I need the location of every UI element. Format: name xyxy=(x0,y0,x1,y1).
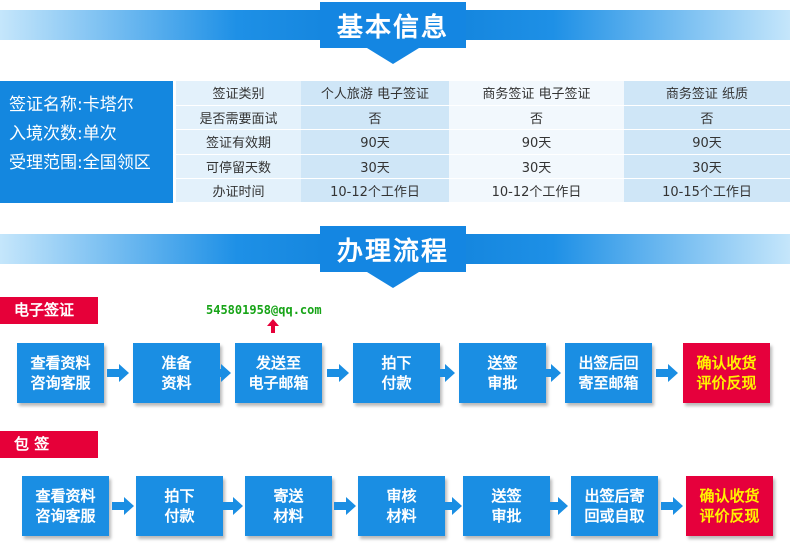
table-cell: 30天 xyxy=(449,154,624,180)
table-row: 签证类别 个人旅游 电子签证 商务签证 电子签证 商务签证 纸质 xyxy=(176,81,790,106)
arrow-right-icon xyxy=(539,364,561,382)
step-line: 确认收货 xyxy=(696,354,757,372)
flow1-step-pay: 拍下 付款 xyxy=(353,343,440,403)
step-line: 寄至邮箱 xyxy=(578,374,639,392)
entry-count: 入境次数:单次 xyxy=(9,124,117,144)
step-line: 咨询客服 xyxy=(30,374,91,392)
flow1-step-consult: 查看资料 咨询客服 xyxy=(17,343,104,403)
step-line: 评价反现 xyxy=(696,374,757,392)
table-cell: 10-15个工作日 xyxy=(624,178,790,204)
arrow-right-icon xyxy=(112,497,134,515)
visa-name: 签证名称:卡塔尔 xyxy=(9,95,134,115)
table-cell: 10-12个工作日 xyxy=(301,178,449,204)
step-line: 拍下 xyxy=(381,354,412,372)
step-line: 咨询客服 xyxy=(35,507,96,525)
flow-tag-package: 包 签 xyxy=(0,431,98,458)
visa-info-table: 签证类别 个人旅游 电子签证 商务签证 电子签证 商务签证 纸质 是否需要面试 … xyxy=(176,81,790,204)
step-line: 查看资料 xyxy=(30,354,91,372)
step-line: 审批 xyxy=(491,507,522,525)
step-line: 送签 xyxy=(487,354,518,372)
step-line: 材料 xyxy=(386,507,417,525)
table-cell: 商务签证 电子签证 xyxy=(449,81,624,106)
table-cell: 办证时间 xyxy=(176,178,301,204)
flow1-step-confirm: 确认收货 评价反现 xyxy=(683,343,770,403)
step-line: 出签后寄 xyxy=(584,487,645,505)
step-line: 发送至 xyxy=(255,354,301,372)
step-line: 材料 xyxy=(273,507,304,525)
step-line: 查看资料 xyxy=(35,487,96,505)
table-cell: 30天 xyxy=(301,154,449,180)
flow2-step-submit: 送签 审批 xyxy=(463,476,550,536)
section-title: 办理流程 xyxy=(336,237,449,267)
arrow-right-icon xyxy=(656,364,678,382)
table-cell: 90天 xyxy=(449,129,624,155)
table-cell: 个人旅游 电子签证 xyxy=(301,81,449,106)
banner-tab xyxy=(320,2,466,64)
table-cell: 可停留天数 xyxy=(176,154,301,180)
table-cell: 否 xyxy=(624,105,790,131)
step-line: 送签 xyxy=(491,487,522,505)
flow2-step-mail-docs: 寄送 材料 xyxy=(245,476,332,536)
step-line: 付款 xyxy=(164,507,195,525)
section-banner-basic-info: 基本信息 xyxy=(0,0,790,64)
contact-email: 545801958@qq.com xyxy=(206,303,322,317)
table-cell: 否 xyxy=(301,105,449,131)
table-cell: 90天 xyxy=(301,129,449,155)
flow-tag-evisa: 电子签证 xyxy=(0,297,98,324)
banner-tab xyxy=(320,226,466,288)
table-cell: 30天 xyxy=(624,154,790,180)
flow1-step-return: 出签后回 寄至邮箱 xyxy=(565,343,652,403)
step-line: 回或自取 xyxy=(584,507,645,525)
table-cell: 否 xyxy=(449,105,624,131)
table-row: 办证时间 10-12个工作日 10-12个工作日 10-15个工作日 xyxy=(176,178,790,204)
arrow-right-icon xyxy=(334,497,356,515)
step-line: 资料 xyxy=(161,374,192,392)
flow1-step-send-email: 发送至 电子邮箱 xyxy=(235,343,322,403)
table-cell: 是否需要面试 xyxy=(176,105,301,131)
acceptance-scope: 受理范围:全国领区 xyxy=(9,153,151,173)
step-line: 出签后回 xyxy=(578,354,639,372)
visa-summary-panel: 签证名称:卡塔尔 入境次数:单次 受理范围:全国领区 xyxy=(0,81,173,203)
arrow-right-icon xyxy=(546,497,568,515)
arrow-right-icon xyxy=(327,364,349,382)
step-line: 评价反现 xyxy=(699,507,760,525)
flow1-step-submit: 送签 审批 xyxy=(459,343,546,403)
step-line: 准备 xyxy=(161,354,192,372)
section-title: 基本信息 xyxy=(336,13,449,43)
arrow-right-icon xyxy=(209,364,231,382)
arrow-right-icon xyxy=(661,497,683,515)
table-row: 可停留天数 30天 30天 30天 xyxy=(176,154,790,180)
flow2-step-pay: 拍下 付款 xyxy=(136,476,223,536)
arrow-right-icon xyxy=(221,497,243,515)
arrow-right-icon xyxy=(433,364,455,382)
step-line: 审批 xyxy=(487,374,518,392)
flow2-step-consult: 查看资料 咨询客服 xyxy=(22,476,109,536)
table-row: 签证有效期 90天 90天 90天 xyxy=(176,129,790,155)
flow2-step-review: 审核 材料 xyxy=(358,476,445,536)
table-cell: 商务签证 纸质 xyxy=(624,81,790,106)
arrow-up-icon xyxy=(267,319,279,333)
step-line: 付款 xyxy=(381,374,412,392)
section-banner-process: 办理流程 xyxy=(0,224,790,288)
table-cell: 10-12个工作日 xyxy=(449,178,624,204)
arrow-right-icon xyxy=(440,497,462,515)
arrow-right-icon xyxy=(107,364,129,382)
step-line: 电子邮箱 xyxy=(248,374,309,392)
table-cell: 签证有效期 xyxy=(176,129,301,155)
step-line: 寄送 xyxy=(273,487,304,505)
flow2-step-confirm: 确认收货 评价反现 xyxy=(686,476,773,536)
table-cell: 签证类别 xyxy=(176,81,301,106)
flow2-step-return: 出签后寄 回或自取 xyxy=(571,476,658,536)
step-line: 确认收货 xyxy=(699,487,760,505)
flow1-step-prepare: 准备 资料 xyxy=(133,343,220,403)
table-cell: 90天 xyxy=(624,129,790,155)
step-line: 审核 xyxy=(386,487,417,505)
table-row: 是否需要面试 否 否 否 xyxy=(176,105,790,131)
step-line: 拍下 xyxy=(164,487,195,505)
